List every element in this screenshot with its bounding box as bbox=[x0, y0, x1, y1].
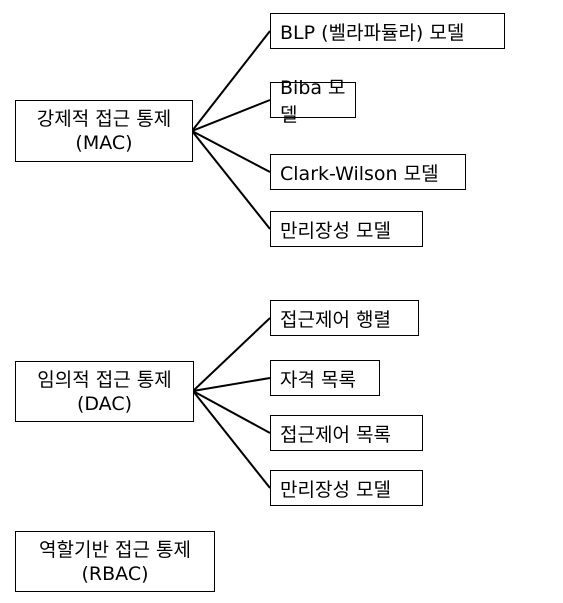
connector-mac-blp bbox=[191, 30, 271, 132]
dac-child-chinese-wall: 만리장성 모델 bbox=[270, 470, 423, 506]
dac-title: 임의적 접근 통제 bbox=[37, 368, 172, 391]
dac-node: 임의적 접근 통제 (DAC) bbox=[15, 361, 194, 422]
dac-child-acm-label: 접근제어 행렬 bbox=[280, 308, 391, 331]
dac-child-capability-list: 자격 목록 bbox=[270, 360, 380, 396]
connector-dac-matrix bbox=[192, 317, 271, 392]
connector-dac-acl bbox=[192, 390, 271, 434]
mac-child-chinese-wall-label: 만리장성 모델 bbox=[280, 219, 391, 242]
mac-child-clark-wilson: Clark-Wilson 모델 bbox=[270, 154, 466, 190]
connector-dac-chinese-wall bbox=[192, 390, 271, 489]
dac-child-chinese-wall-label: 만리장성 모델 bbox=[280, 478, 391, 501]
rbac-title: 역할기반 접근 통제 bbox=[39, 538, 191, 561]
dac-child-acl: 접근제어 목록 bbox=[270, 415, 423, 451]
mac-child-chinese-wall: 만리장성 모델 bbox=[270, 211, 423, 247]
mac-title: 강제적 접근 통제 bbox=[36, 108, 172, 130]
mac-abbr: (MAC) bbox=[75, 132, 133, 154]
mac-node: 강제적 접근 통제 (MAC) bbox=[15, 100, 193, 162]
connector-mac-biba bbox=[191, 99, 271, 132]
mac-child-blp-label: BLP (벨라파듈라) 모델 bbox=[280, 21, 465, 44]
dac-child-acl-label: 접근제어 목록 bbox=[280, 423, 391, 446]
mac-child-biba: Biba 모델 bbox=[270, 77, 356, 126]
rbac-node: 역할기반 접근 통제 (RBAC) bbox=[15, 531, 215, 592]
connector-mac-clark bbox=[191, 130, 271, 173]
mac-child-biba-label: Biba 모델 bbox=[280, 77, 346, 126]
connector-mac-chinese-wall bbox=[191, 130, 271, 230]
rbac-abbr: (RBAC) bbox=[81, 562, 149, 585]
dac-abbr: (DAC) bbox=[76, 392, 133, 415]
dac-child-capability-list-label: 자격 목록 bbox=[280, 368, 356, 391]
dac-child-acm: 접근제어 행렬 bbox=[270, 300, 419, 336]
connector-dac-capability bbox=[192, 377, 271, 392]
mac-child-clark-wilson-label: Clark-Wilson 모델 bbox=[280, 162, 439, 185]
mac-child-blp: BLP (벨라파듈라) 모델 bbox=[270, 13, 505, 49]
